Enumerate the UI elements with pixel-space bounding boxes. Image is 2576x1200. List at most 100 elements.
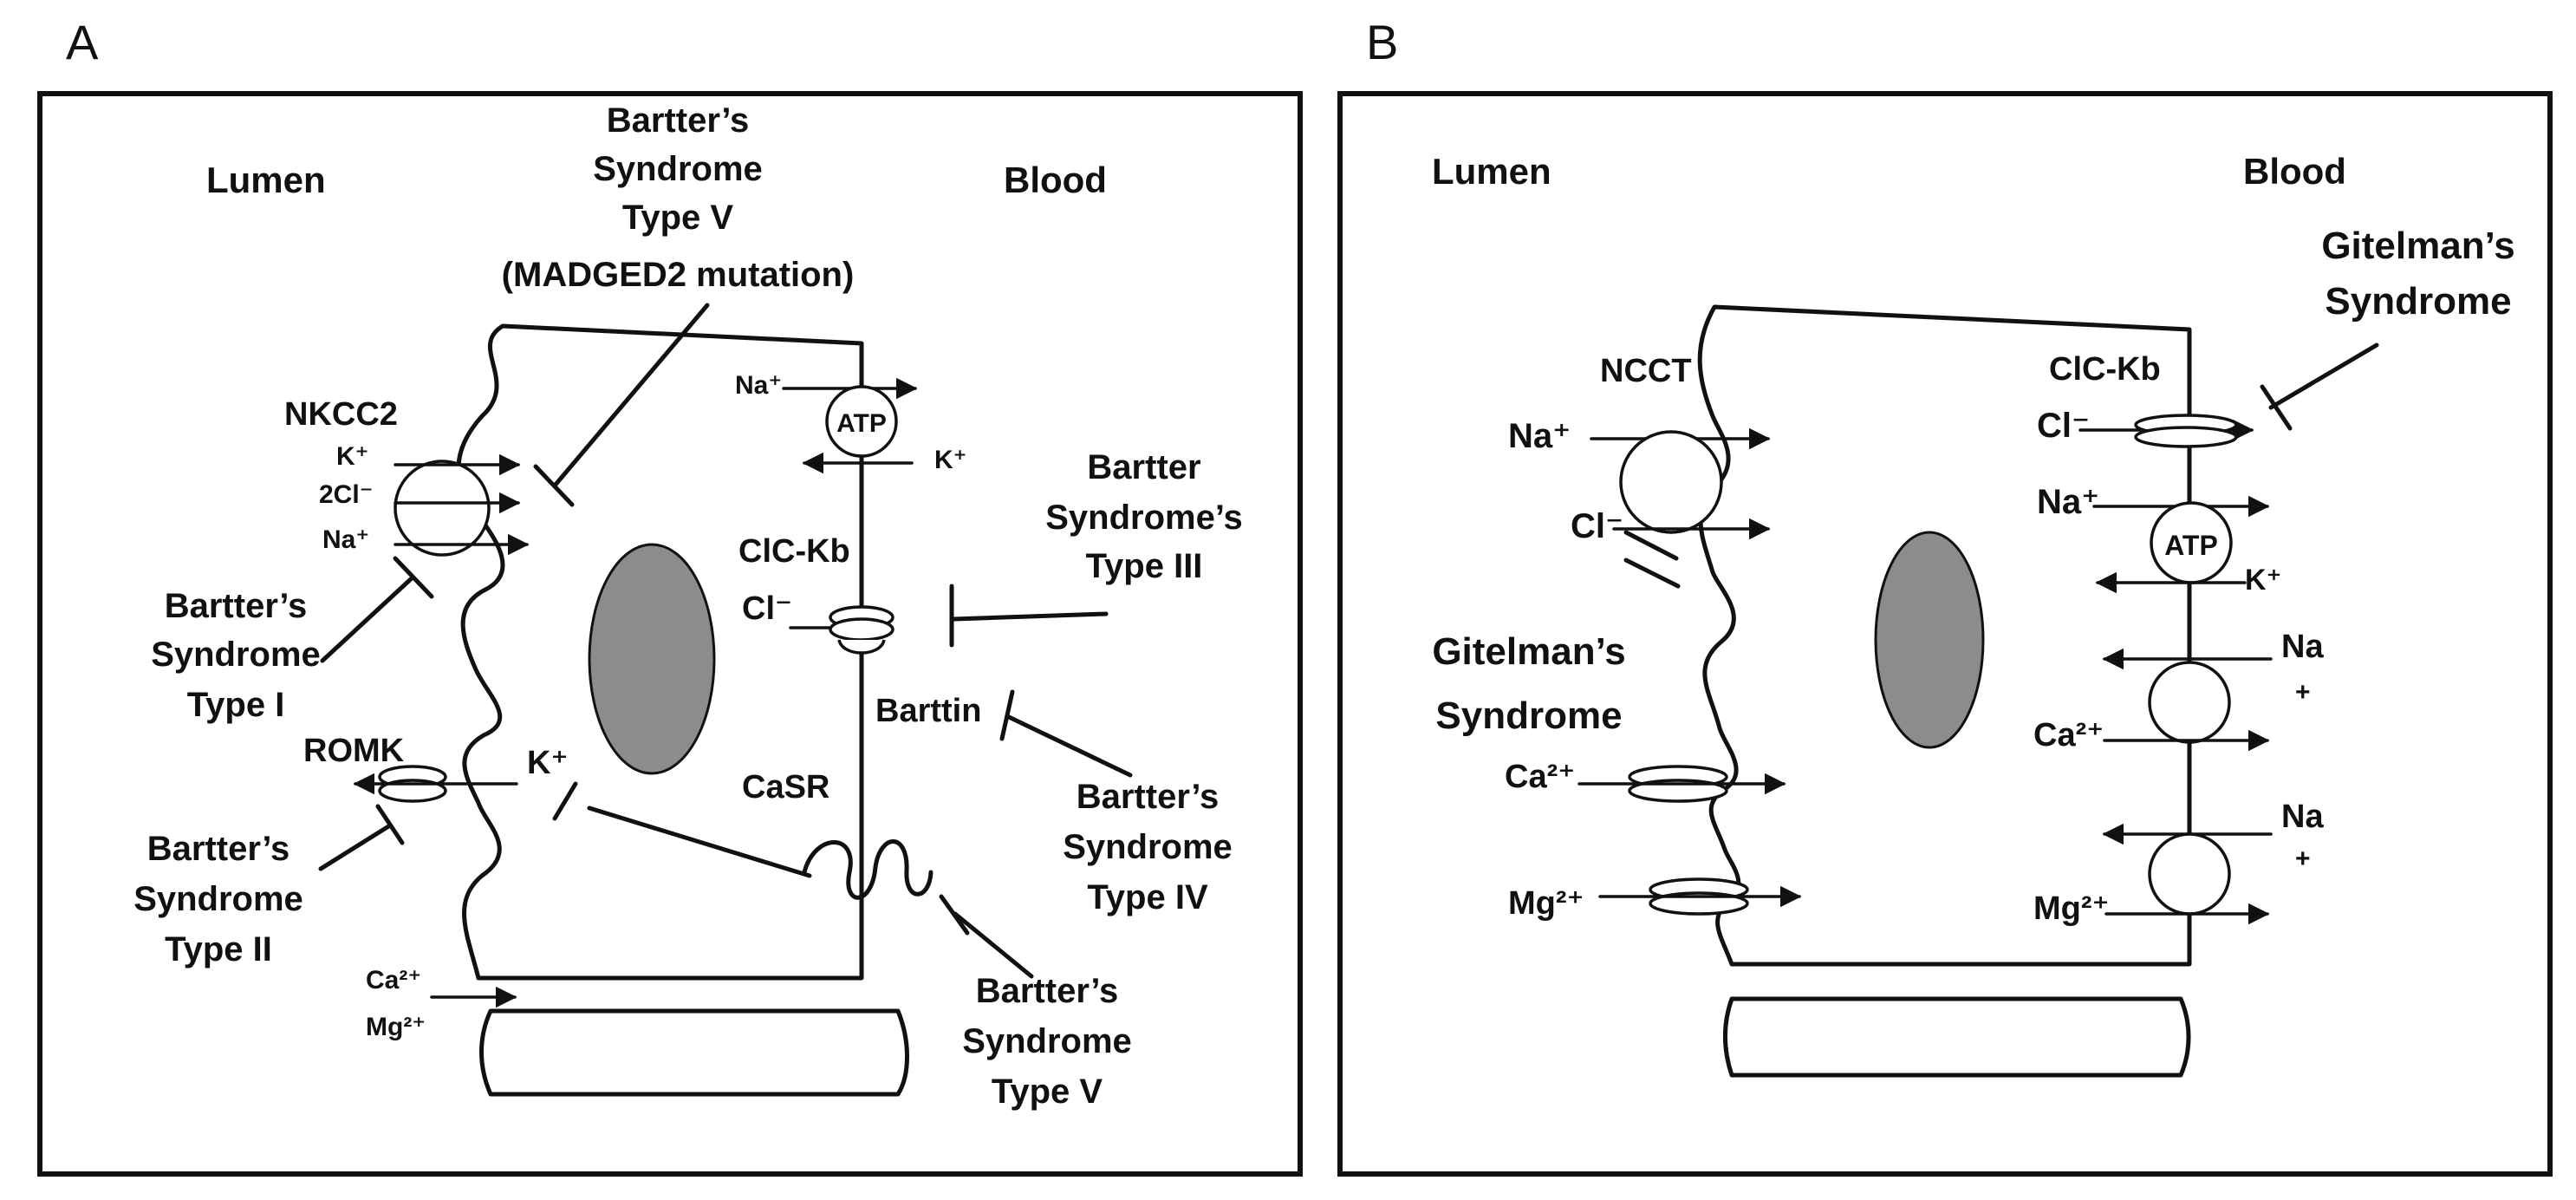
casr-receptor [802, 839, 933, 900]
clckb-label-b: ClC-Kb [2049, 351, 2161, 388]
gitelman-blood-inhibition-bar [2260, 384, 2293, 431]
svg-text:Bartter: Bartter [1087, 448, 1200, 486]
romk-label: ROMK [303, 733, 405, 769]
gitelman-lumen-inhibition-line [1623, 530, 1679, 561]
bartter-type-v-top-label: Bartter’s Syndrome Type V (MADGED2 mutat… [502, 101, 855, 294]
atp-pump-a [825, 385, 898, 458]
panel-b-blood-label: Blood [2243, 151, 2346, 192]
type-iii-inhibition-line [951, 611, 1109, 622]
type-i-inhibition-line [320, 575, 415, 663]
svg-text:Syndrome: Syndrome [133, 880, 303, 918]
casr-inhibition-bar [552, 781, 578, 821]
nkcc2-2cl-ion: 2Cl⁻ [319, 480, 374, 509]
panel-a-blood-label: Blood [1004, 160, 1107, 200]
type-v-bottom-inhibition-line [953, 911, 1034, 979]
bartter-type-iv-label: Bartter’s Syndrome Type IV [1063, 778, 1233, 916]
nkcc2-na-ion: Na⁺ [322, 525, 369, 554]
exchanger1-plus: + [2295, 678, 2311, 707]
gitelman-lumen-inhibition-bar [1623, 558, 1681, 589]
clckb-cl-ion-b: Cl⁻ [2037, 407, 2090, 445]
paracellular-mg-ion: Mg²⁺ [366, 1013, 426, 1041]
svg-text:Bartter’s: Bartter’s [1077, 778, 1220, 816]
exchanger2-na-ion: Na [2281, 799, 2324, 835]
bartter-type-ii-label: Bartter’s Syndrome Type II [133, 830, 303, 968]
svg-text:Type IV: Type IV [1087, 878, 1208, 916]
svg-text:Gitelman’s: Gitelman’s [2321, 225, 2514, 267]
nkcc2-transporter [394, 460, 491, 557]
svg-text:Type III: Type III [1086, 547, 1203, 585]
nkcc2-k-ion: K⁺ [336, 442, 369, 471]
pump-k-ion-b: K⁺ [2245, 564, 2282, 597]
svg-text:Gitelman’s: Gitelman’s [1432, 630, 1625, 673]
ncct-na-ion: Na⁺ [1508, 417, 1571, 455]
svg-text:Bartter’s: Bartter’s [607, 101, 750, 140]
exchanger2-plus: + [2295, 845, 2311, 873]
nkcc2-label: NKCC2 [284, 396, 398, 433]
exchanger1-na-ion: Na [2281, 629, 2324, 665]
barttin-subunit [837, 639, 886, 655]
panel-b-basement-segment [1723, 996, 2191, 1078]
panel-a-cell-outline [456, 323, 864, 981]
panel-a-nucleus [588, 543, 716, 775]
svg-text:Syndrome: Syndrome [962, 1022, 1132, 1060]
bartter-type-i-label: Bartter’s Syndrome Type I [151, 587, 321, 724]
svg-text:Bartter’s: Bartter’s [165, 587, 308, 625]
casr-inhibition-line [587, 805, 812, 878]
svg-text:Type V: Type V [992, 1073, 1103, 1111]
clckb-channel-a-bottom [829, 617, 894, 642]
pump-na-ion-b: Na⁺ [2037, 483, 2099, 521]
bartter-type-iii-label: Bartter Syndrome’s Type III [1045, 448, 1242, 585]
ncct-cl-ion: Cl⁻ [1571, 507, 1623, 545]
ca-channel-bottom-b [1628, 779, 1728, 803]
svg-text:Type II: Type II [165, 930, 272, 968]
lumen-ca-ion-b: Ca²⁺ [1505, 759, 1575, 795]
gitelman-lumen-label: Gitelman’s Syndrome [1432, 630, 1625, 737]
panel-a-lumen-label: Lumen [206, 160, 326, 200]
panel-b-frame [1337, 91, 2553, 1177]
gitelman-blood-inhibition-line [2268, 342, 2379, 410]
blood-mg-ion-b: Mg²⁺ [2033, 890, 2110, 927]
panel-b-nucleus [1874, 531, 1985, 749]
bartter-type-v-bottom-label: Bartter’s Syndrome Type V [962, 972, 1132, 1111]
svg-text:Syndrome: Syndrome [1063, 828, 1233, 866]
type-i-inhibition-bar [393, 556, 434, 599]
svg-text:(MADGED2 mutation): (MADGED2 mutation) [502, 256, 855, 294]
svg-text:Syndrome: Syndrome [1435, 695, 1622, 737]
svg-text:Bartter’s: Bartter’s [976, 972, 1119, 1010]
svg-text:Type V: Type V [622, 199, 734, 237]
type-v-top-inhibition-bar [533, 464, 575, 507]
na-ca-exchanger [2148, 661, 2231, 744]
panel-a: A Lumen Blood Bartter’s Syndrome Type V … [37, 15, 1303, 1177]
gitelman-blood-label: Gitelman’s Syndrome [2321, 225, 2514, 323]
romk-channel-bottom [378, 779, 447, 803]
na-mg-exchanger [2148, 832, 2231, 916]
type-ii-inhibition-line [318, 823, 393, 871]
atp-label-a: ATP [836, 409, 887, 438]
romk-k-ion: K⁺ [527, 745, 569, 781]
panel-b-lumen-label: Lumen [1432, 151, 1551, 192]
panel-b-letter: B [1366, 15, 1398, 69]
panel-a-letter: A [66, 15, 99, 69]
clckb-cl-ion-a: Cl⁻ [742, 590, 792, 627]
atp-label-b: ATP [2164, 530, 2218, 561]
casr-label: CaSR [742, 769, 829, 805]
svg-text:Syndrome: Syndrome [151, 636, 321, 674]
svg-text:Syndrome: Syndrome [593, 150, 763, 188]
pump-k-ion-a: K⁺ [934, 446, 967, 474]
svg-text:Type I: Type I [187, 686, 285, 724]
svg-text:Syndrome’s: Syndrome’s [1045, 499, 1242, 537]
ncct-transporter [1619, 430, 1723, 534]
panel-a-basement-segment [479, 1008, 909, 1097]
paracellular-ca-ion: Ca²⁺ [366, 966, 421, 995]
panel-b: B Lumen Blood Gitelman’s Syndrome NCCT N… [1337, 15, 2553, 1177]
svg-text:Syndrome: Syndrome [2325, 280, 2511, 323]
mg-channel-bottom-b [1649, 891, 1749, 916]
svg-text:Bartter’s: Bartter’s [147, 830, 290, 868]
panel-b-cell-outline [1697, 304, 2192, 967]
clckb-label-a: ClC-Kb [738, 533, 850, 570]
blood-ca-ion-b: Ca²⁺ [2033, 717, 2104, 753]
type-iv-inhibition-line [1005, 714, 1133, 778]
lumen-mg-ion-b: Mg²⁺ [1508, 885, 1584, 922]
barttin-label: Barttin [875, 693, 981, 729]
